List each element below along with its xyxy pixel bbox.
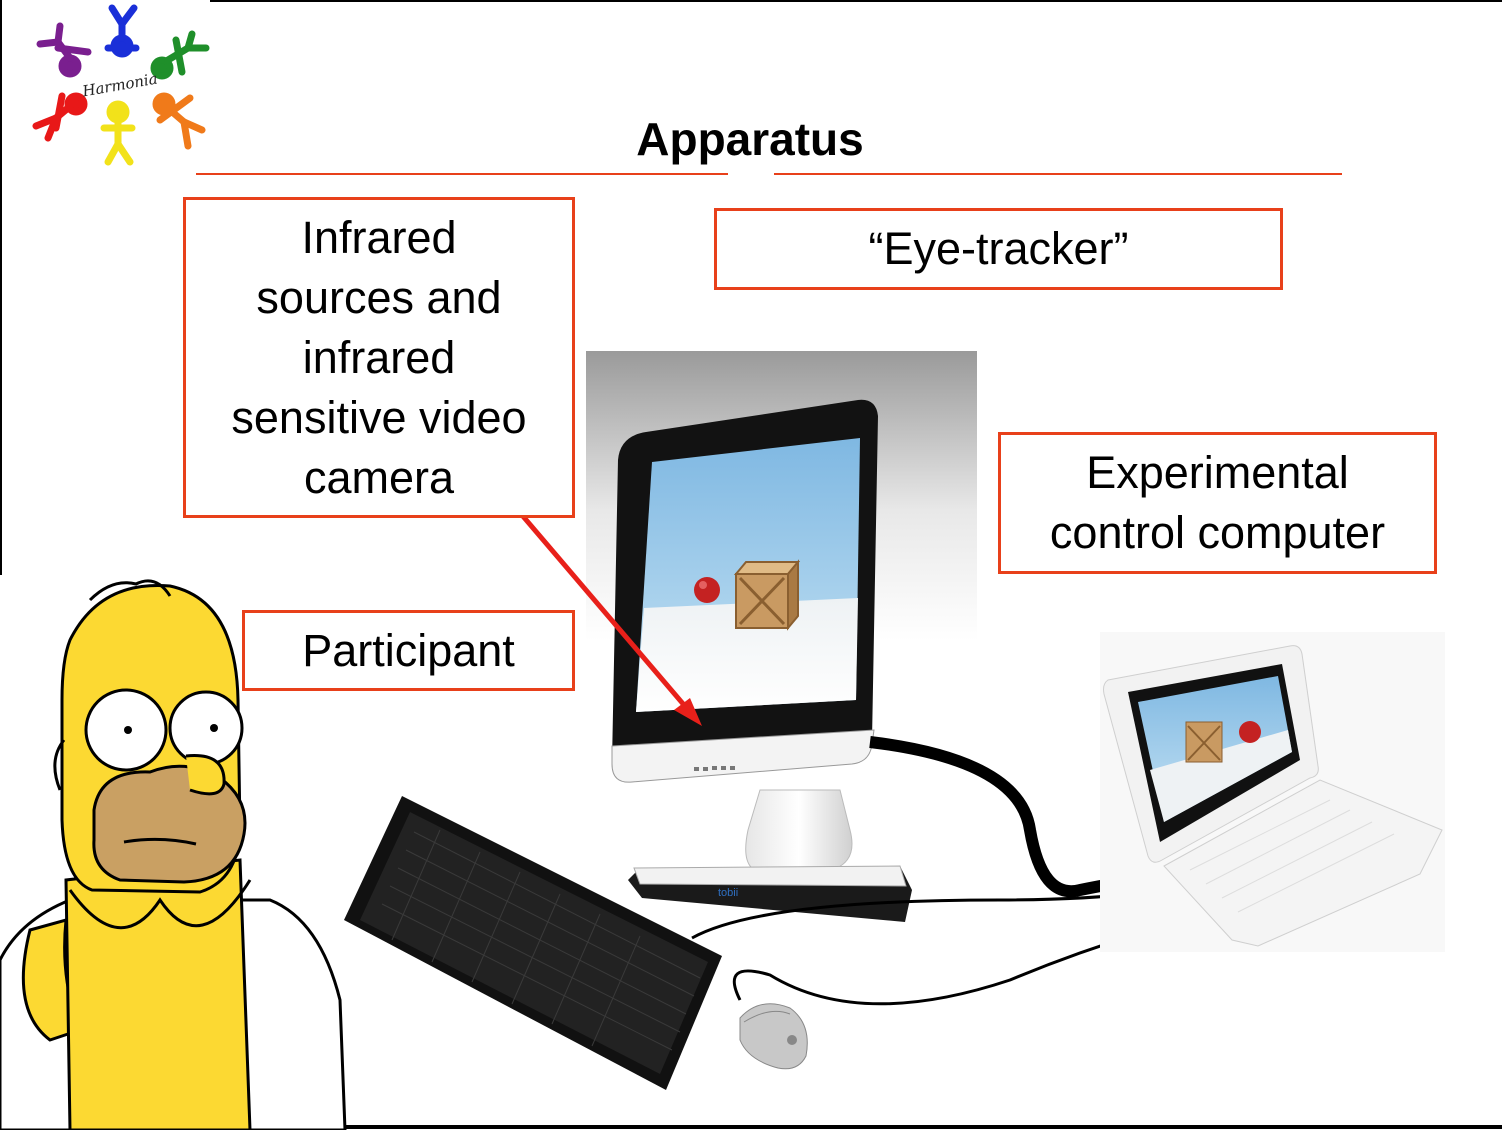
infrared-line-5: camera [303, 451, 455, 503]
svg-text:tobii: tobii [718, 887, 738, 899]
infrared-camera-label: Infrared sources and infrared sensitive … [183, 197, 575, 518]
experimental-computer-label: Experimental control computer [998, 432, 1437, 574]
participant-label: Participant [242, 610, 575, 691]
infrared-line-2: sources and [256, 271, 502, 323]
eye-tracker-text: “Eye-tracker” [868, 223, 1129, 274]
infrared-line-1: Infrared [301, 211, 457, 263]
keyboard [344, 796, 722, 1090]
infrared-line-3: infrared [302, 331, 456, 383]
participant-character [0, 579, 347, 1130]
experimental-line-1: Experimental [1086, 447, 1349, 498]
eye-tracker-label: “Eye-tracker” [714, 208, 1283, 290]
mouse [739, 1003, 808, 1070]
monitor-stand: tobii [628, 789, 912, 922]
laptop [1100, 632, 1445, 952]
harmonia-logo [32, 4, 210, 166]
eye-tracker-monitor [611, 399, 878, 783]
participant-text: Participant [302, 624, 515, 676]
infrared-line-4: sensitive video [231, 391, 527, 443]
experimental-line-2: control computer [1049, 507, 1386, 558]
page-title: Apparatus [636, 113, 864, 165]
camera-pointer-arrow [502, 492, 702, 726]
